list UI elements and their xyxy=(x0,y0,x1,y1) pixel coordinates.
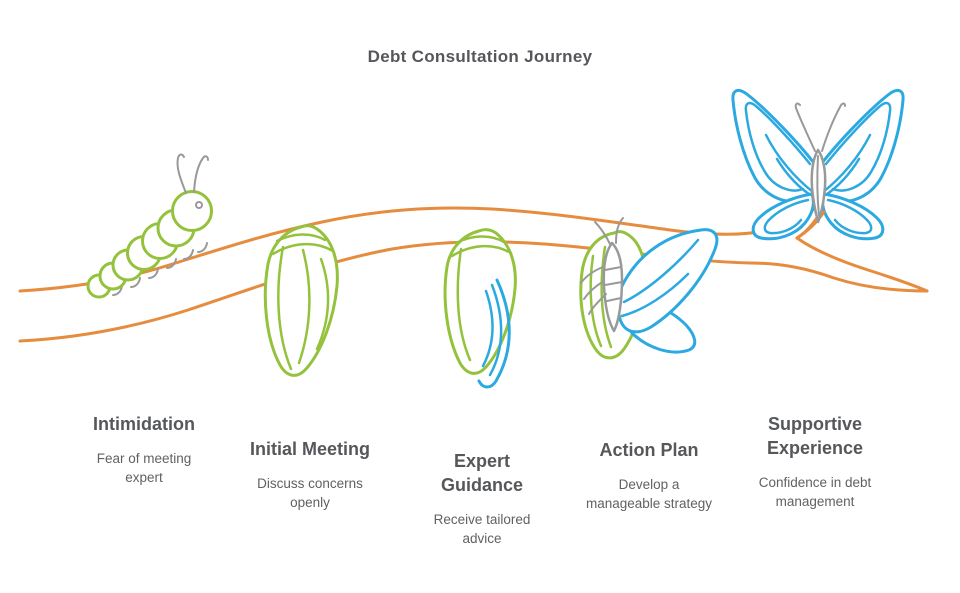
step-initial-meeting: Initial Meeting Discuss concerns openly xyxy=(215,437,405,512)
step-title: Initial Meeting xyxy=(249,439,370,459)
chrysalis-emerging-wing-icon xyxy=(443,228,517,389)
step-title: Action Plan xyxy=(599,440,699,460)
step-expert-guidance: Expert Guidance Receive tailored advice xyxy=(387,449,577,548)
step-action-plan: Action Plan Develop a manageable strateg… xyxy=(554,438,744,513)
chrysalis-icon xyxy=(263,224,339,377)
step-description: Discuss concerns openly xyxy=(257,476,363,510)
step-description: Fear of meeting expert xyxy=(96,451,192,485)
butterfly-icon xyxy=(731,88,905,241)
caterpillar-icon xyxy=(86,153,213,299)
emerging-butterfly-icon xyxy=(579,217,719,360)
step-description: Develop a manageable strategy xyxy=(585,477,713,511)
step-title: Supportive Experience xyxy=(766,414,864,458)
branch-icon xyxy=(18,198,929,343)
step-description: Receive tailored advice xyxy=(433,512,531,546)
step-title: Expert Guidance xyxy=(440,451,524,495)
page-title: Debt Consultation Journey xyxy=(367,47,593,66)
step-intimidation: Intimidation Fear of meeting expert xyxy=(49,412,239,487)
step-supportive-experience: Supportive Experience Confidence in debt… xyxy=(720,412,910,511)
step-title: Intimidation xyxy=(93,414,195,434)
step-description: Confidence in debt management xyxy=(758,475,872,509)
